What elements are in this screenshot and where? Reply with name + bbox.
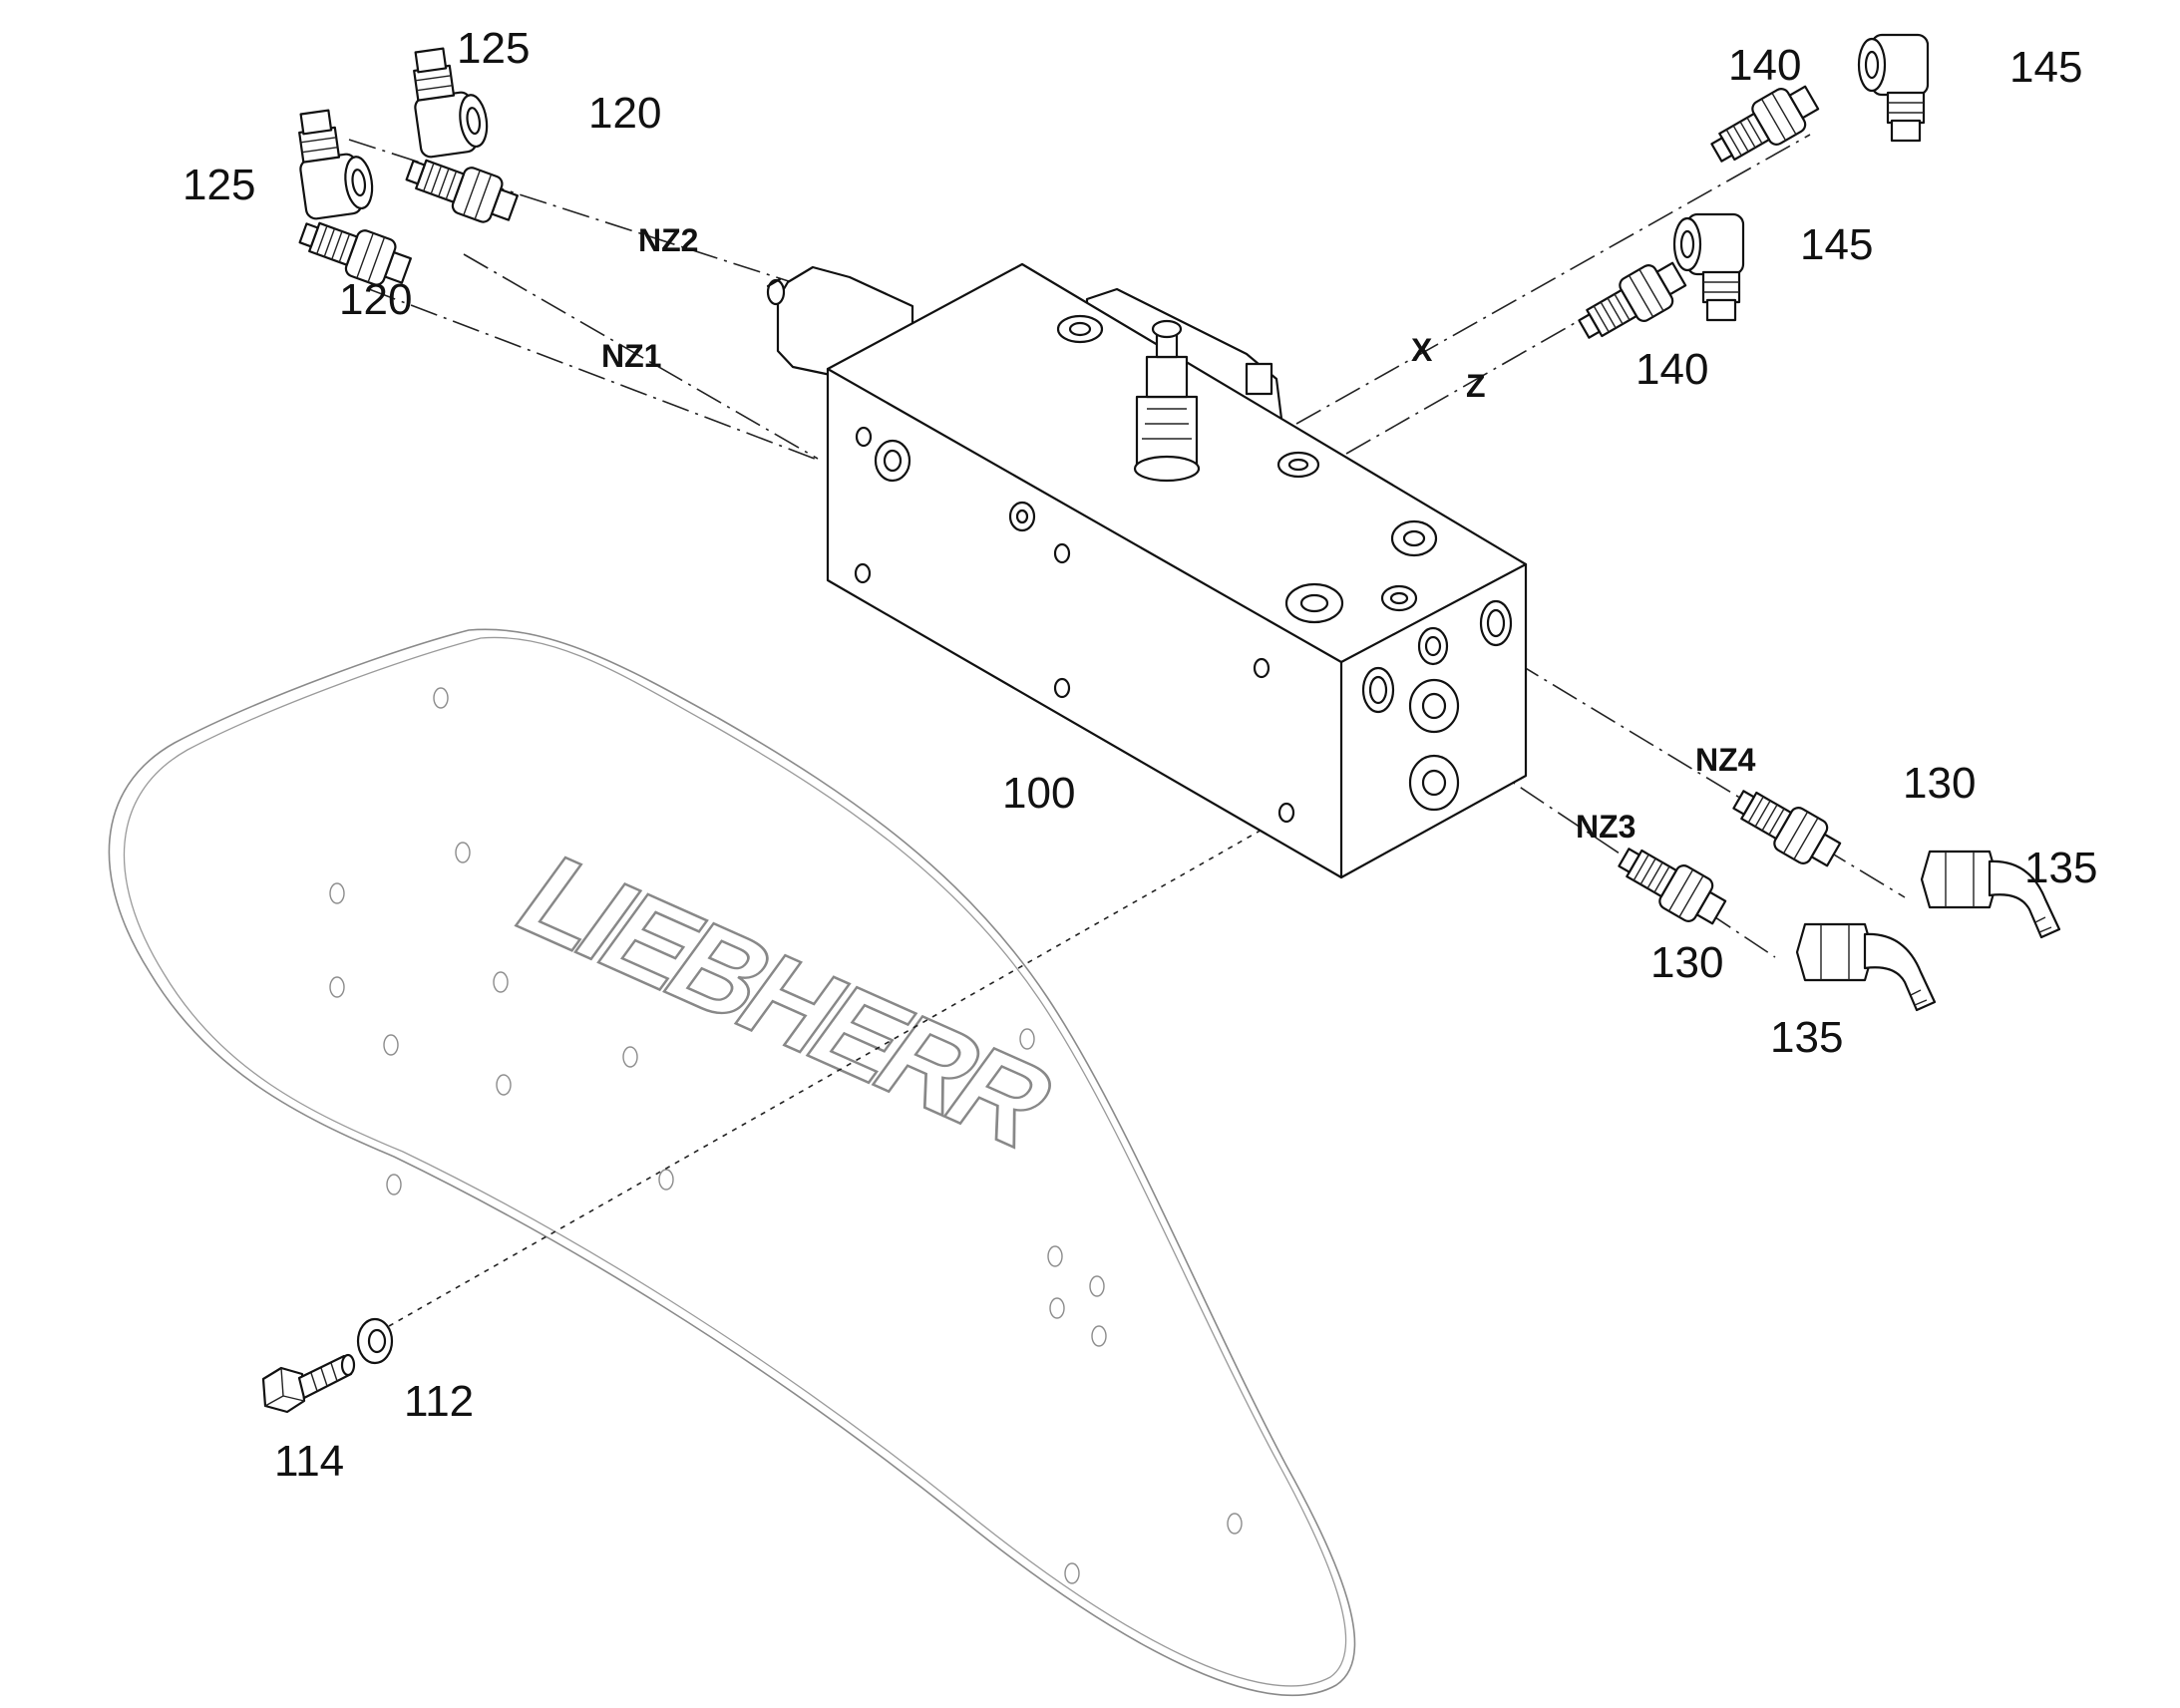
port-label-nz4: NZ4 — [1695, 742, 1756, 778]
label-elbow-nz2: 125 — [457, 24, 530, 73]
label-adapter-z: 140 — [1635, 345, 1708, 394]
elbow-nz1 — [291, 104, 377, 221]
elbow-z — [1672, 212, 1745, 322]
adapter-nz3 — [1611, 836, 1732, 934]
elbow-x — [1857, 33, 1930, 143]
port-label-x: X — [1411, 332, 1433, 368]
adapter-x — [1703, 76, 1825, 174]
plate-holes — [329, 687, 1243, 1584]
port-label-nz3: NZ3 — [1576, 809, 1635, 845]
port-label-nz1: NZ1 — [601, 338, 661, 374]
port-label-z: Z — [1466, 368, 1486, 404]
mounting-plate — [108, 628, 1356, 1697]
swivel-nz3 — [1795, 922, 1937, 1012]
label-adapter-nz2: 120 — [588, 89, 661, 138]
label-elbow-x: 145 — [2009, 43, 2082, 92]
adapter-z — [1571, 252, 1692, 351]
label-elbow-z: 145 — [1800, 220, 1873, 269]
label-bolt: 114 — [274, 1437, 344, 1486]
label-swivel-nz4: 135 — [2024, 844, 2097, 892]
label-swivel-nz3: 135 — [1770, 1013, 1843, 1062]
label-adapter-nz3: 130 — [1650, 938, 1723, 987]
label-adapter-nz4: 130 — [1903, 759, 1976, 808]
bolt — [261, 1353, 356, 1414]
label-adapter-nz1: 120 — [339, 275, 412, 324]
label-block: 100 — [1002, 769, 1075, 818]
valve-block — [766, 262, 1528, 879]
label-washer: 112 — [404, 1377, 474, 1426]
adapter-nz4 — [1725, 778, 1847, 876]
label-adapter-x: 140 — [1728, 41, 1801, 90]
label-elbow-nz1: 125 — [182, 161, 255, 209]
washer — [356, 1317, 394, 1365]
port-label-nz2: NZ2 — [638, 222, 698, 258]
